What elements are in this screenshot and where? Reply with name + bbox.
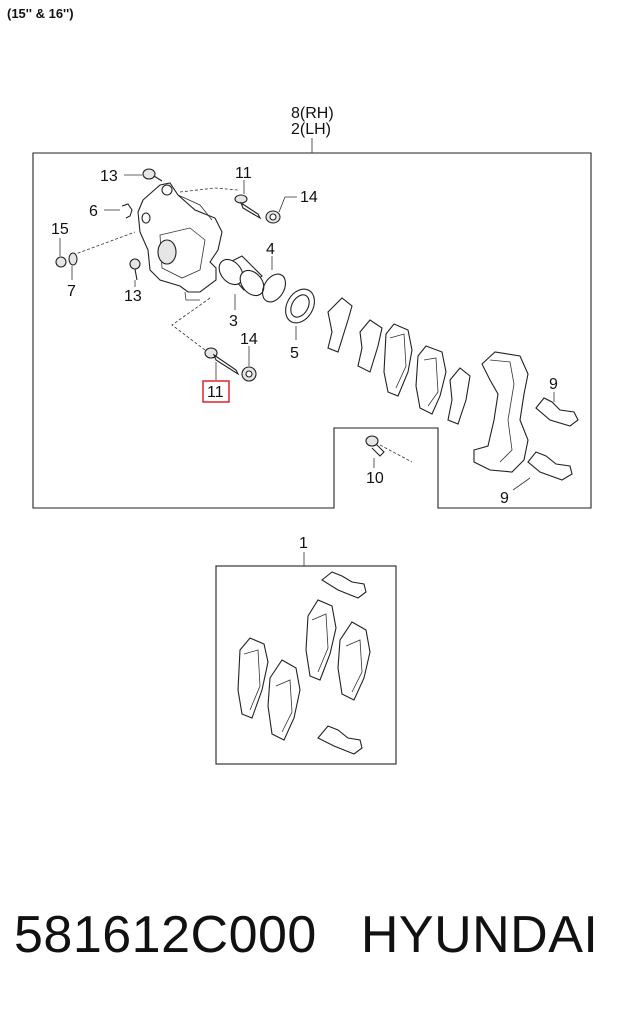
callout-14-top: 14 [300, 189, 318, 206]
callout-1: 1 [299, 535, 308, 552]
kit-pad-c [305, 599, 337, 681]
pad-shim-inner [357, 319, 383, 373]
callout-3: 3 [229, 313, 238, 330]
guide-line-top [179, 187, 239, 193]
brake-pad-outer [383, 323, 413, 397]
caliper-bracket [473, 351, 529, 473]
callout-11-top: 11 [235, 165, 252, 182]
callout-4: 4 [266, 241, 275, 258]
boot-14-top [265, 210, 281, 224]
diagram-caption: (15'' & 16'') [7, 6, 74, 21]
pad-shim-back [447, 367, 471, 425]
piston-3 [218, 255, 265, 297]
callout-9-top: 9 [549, 376, 558, 393]
callout-2-lh: 2(LH) [291, 121, 331, 138]
bolt-13-lower [129, 258, 141, 281]
part-info-footer: 581612C000 HYUNDAI [14, 905, 614, 965]
brake-pad-inner [415, 345, 447, 415]
callout-9-bottom: 9 [500, 490, 509, 507]
kit-pad-d [337, 621, 371, 701]
pad-shim-outer [327, 297, 353, 353]
callout-7: 7 [67, 283, 76, 300]
callout-8-rh: 8(RH) [291, 105, 334, 122]
guide-line-bolt-10 [379, 444, 413, 463]
guide-line-left [72, 231, 136, 256]
callout-11-lower: 11 [207, 384, 224, 401]
highlight-box-11 [202, 380, 230, 403]
callout-6: 6 [89, 203, 98, 220]
guide-pin-11-top [234, 194, 262, 220]
pad-kit-frame [215, 565, 397, 765]
bolt-13-top [142, 168, 163, 182]
piston-seal-4 [261, 273, 287, 303]
kit-clip-top [321, 571, 367, 599]
callout-13-lower: 13 [124, 288, 142, 305]
callout-13-top: 13 [100, 168, 118, 185]
retainer-clip-9-bottom [527, 451, 573, 481]
boot-14-lower [241, 366, 257, 382]
clip-6 [121, 203, 133, 219]
part-number: 581612C000 [14, 906, 317, 964]
retainer-clip-9-top [535, 397, 579, 427]
callout-5: 5 [290, 345, 299, 362]
dust-boot-5 [285, 288, 315, 324]
kit-clip-bottom [317, 725, 363, 755]
callout-10: 10 [366, 470, 384, 487]
callout-15: 15 [51, 221, 69, 238]
kit-pad-b [267, 659, 301, 741]
guide-line-bottom [171, 297, 211, 351]
bleeder-screw-15 [55, 256, 67, 268]
guide-pin-11-lower [204, 347, 240, 376]
bracket-bolt-10 [365, 435, 385, 457]
caliper-housing [137, 182, 223, 301]
assembly-frame [32, 152, 592, 509]
cap-7 [68, 252, 78, 266]
callout-14-lower: 14 [240, 331, 258, 348]
kit-pad-a [237, 637, 269, 719]
brand-name: HYUNDAI [360, 906, 599, 964]
